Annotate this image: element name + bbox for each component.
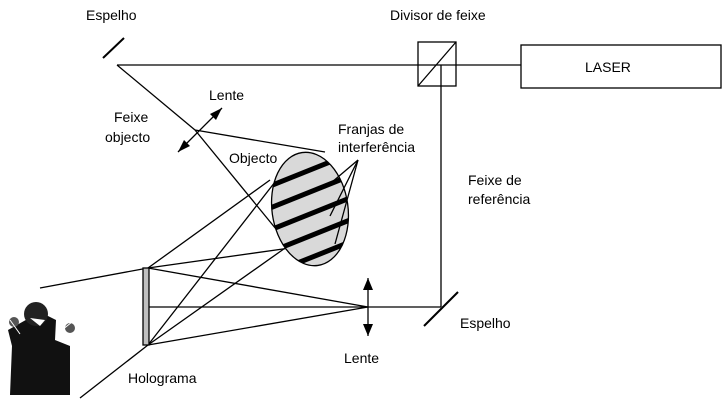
reference-lens-ray-2 bbox=[147, 306, 369, 346]
label-mirror-bottom: Espelho bbox=[460, 315, 511, 331]
object-wave-1 bbox=[147, 179, 271, 269]
label-mirror-top: Espelho bbox=[86, 7, 137, 23]
viewer-figure bbox=[8, 302, 75, 395]
hologram-plate bbox=[142, 267, 150, 346]
label-lens-bottom: Lente bbox=[344, 350, 379, 366]
object-illumination-upper bbox=[194, 129, 326, 153]
fringes-pointer-1 bbox=[324, 159, 359, 189]
object-illumination-lower bbox=[194, 129, 286, 241]
reference-lens-ray-1 bbox=[147, 267, 369, 308]
viewer-ray-upper bbox=[39, 267, 149, 289]
mirror-bottom bbox=[423, 291, 459, 327]
mirror-top bbox=[102, 37, 125, 59]
label-reference-beam-2: referência bbox=[468, 191, 530, 207]
beam-splitter-diagonal bbox=[417, 41, 457, 87]
label-beam-splitter: Divisor de feixe bbox=[390, 7, 486, 23]
object-wave-3 bbox=[147, 181, 276, 346]
fringes-pointer-3 bbox=[334, 159, 359, 245]
label-laser: LASER bbox=[585, 59, 631, 75]
object-wave-2 bbox=[147, 247, 291, 269]
viewer-ray-lower bbox=[79, 344, 149, 399]
label-fringes-1: Franjas de bbox=[338, 121, 404, 137]
label-lens-top: Lente bbox=[209, 87, 244, 103]
label-object-beam-2: objecto bbox=[105, 129, 150, 145]
object-beam bbox=[116, 64, 196, 131]
fringes-pointer-2 bbox=[329, 159, 359, 217]
label-hologram: Holograma bbox=[128, 370, 197, 386]
object bbox=[270, 151, 350, 267]
label-fringes-2: interferência bbox=[338, 139, 415, 155]
object-wave-4 bbox=[147, 245, 289, 346]
label-object: Objecto bbox=[229, 150, 277, 166]
beam-splitter bbox=[417, 41, 457, 87]
laser-box bbox=[520, 44, 722, 89]
label-reference-beam-1: Feixe de bbox=[468, 172, 522, 188]
label-object-beam-1: Feixe bbox=[114, 109, 148, 125]
